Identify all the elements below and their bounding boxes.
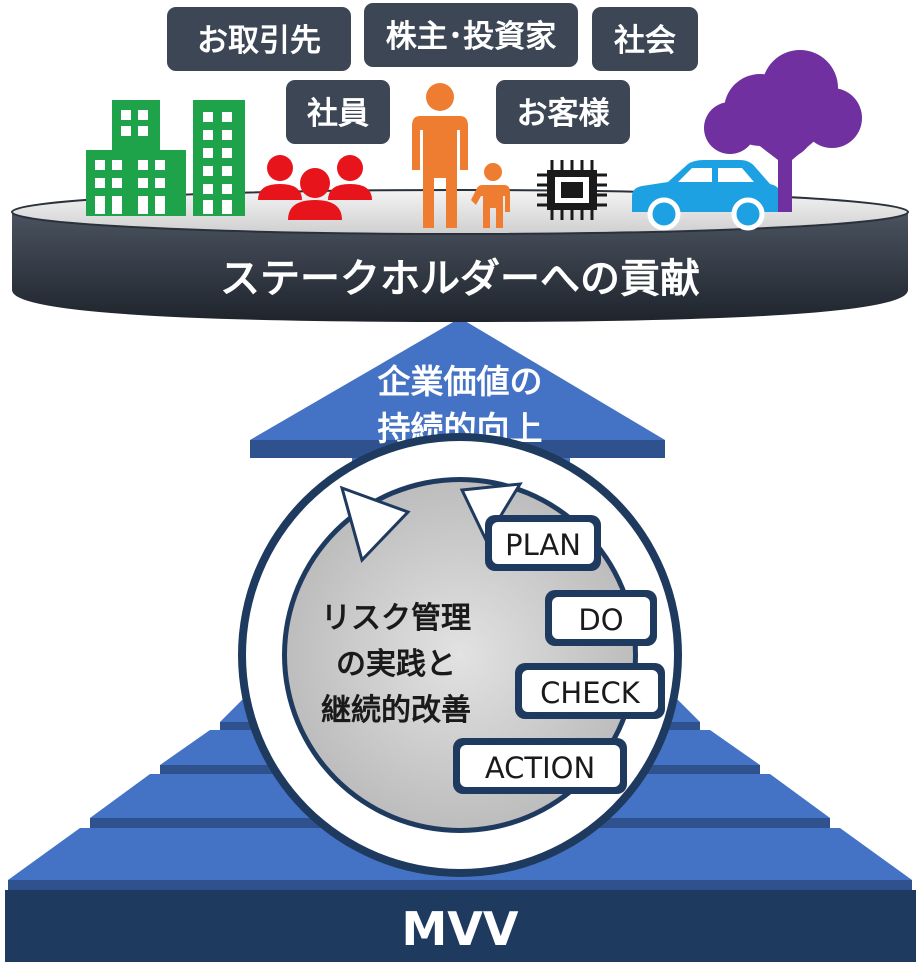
- mvv-base: [5, 890, 916, 962]
- pdca-do-box: DO: [545, 590, 657, 646]
- people-group-icon: [258, 155, 372, 220]
- cycle-arrowhead-right: [459, 482, 523, 544]
- pdca-cycle: [238, 433, 682, 877]
- pdca-do-label: DO: [578, 603, 623, 637]
- platform-label: ステークホルダーへの貢献: [220, 256, 700, 302]
- chip-shareholders-label: 株主･投資家: [386, 19, 557, 55]
- pdca-action-box: ACTION: [453, 738, 627, 794]
- chip-shareholders: 株主･投資家: [364, 3, 578, 67]
- pdca-plan-box: PLAN: [485, 515, 601, 571]
- car-icon: [632, 160, 782, 231]
- cycle-label-line2: の実践と: [336, 647, 456, 682]
- chip-partners-label: お取引先: [197, 23, 321, 59]
- mvv-label: MVV: [402, 902, 519, 956]
- arrow-label-line1: 企業価値の: [378, 362, 543, 401]
- chip-customers: お客様: [496, 80, 630, 144]
- pdca-check-box: CHECK: [515, 663, 665, 719]
- chip-society: 社会: [592, 7, 698, 71]
- step-4-edge: [8, 880, 912, 890]
- pdca-plan-label: PLAN: [505, 528, 581, 562]
- pdca-check-label: CHECK: [540, 676, 641, 710]
- parent-child-icon: [412, 83, 510, 228]
- microchip-icon: [537, 160, 607, 220]
- building-icon: [86, 100, 245, 216]
- arrow-head: [250, 318, 665, 440]
- cycle-label-line3: 継続的改善: [321, 693, 471, 728]
- chip-customers-label: お客様: [517, 96, 611, 132]
- chip-partners: お取引先: [167, 7, 351, 71]
- chip-employees-label: 社員: [307, 96, 369, 132]
- pdca-action-label: ACTION: [485, 751, 595, 785]
- cycle-label-line1: リスク管理: [321, 601, 471, 636]
- cycle-arrowhead-left: [339, 485, 411, 563]
- chip-employees: 社員: [286, 80, 390, 144]
- tree-icon: [704, 50, 862, 212]
- chip-society-label: 社会: [614, 23, 676, 59]
- platform-side: [12, 212, 908, 322]
